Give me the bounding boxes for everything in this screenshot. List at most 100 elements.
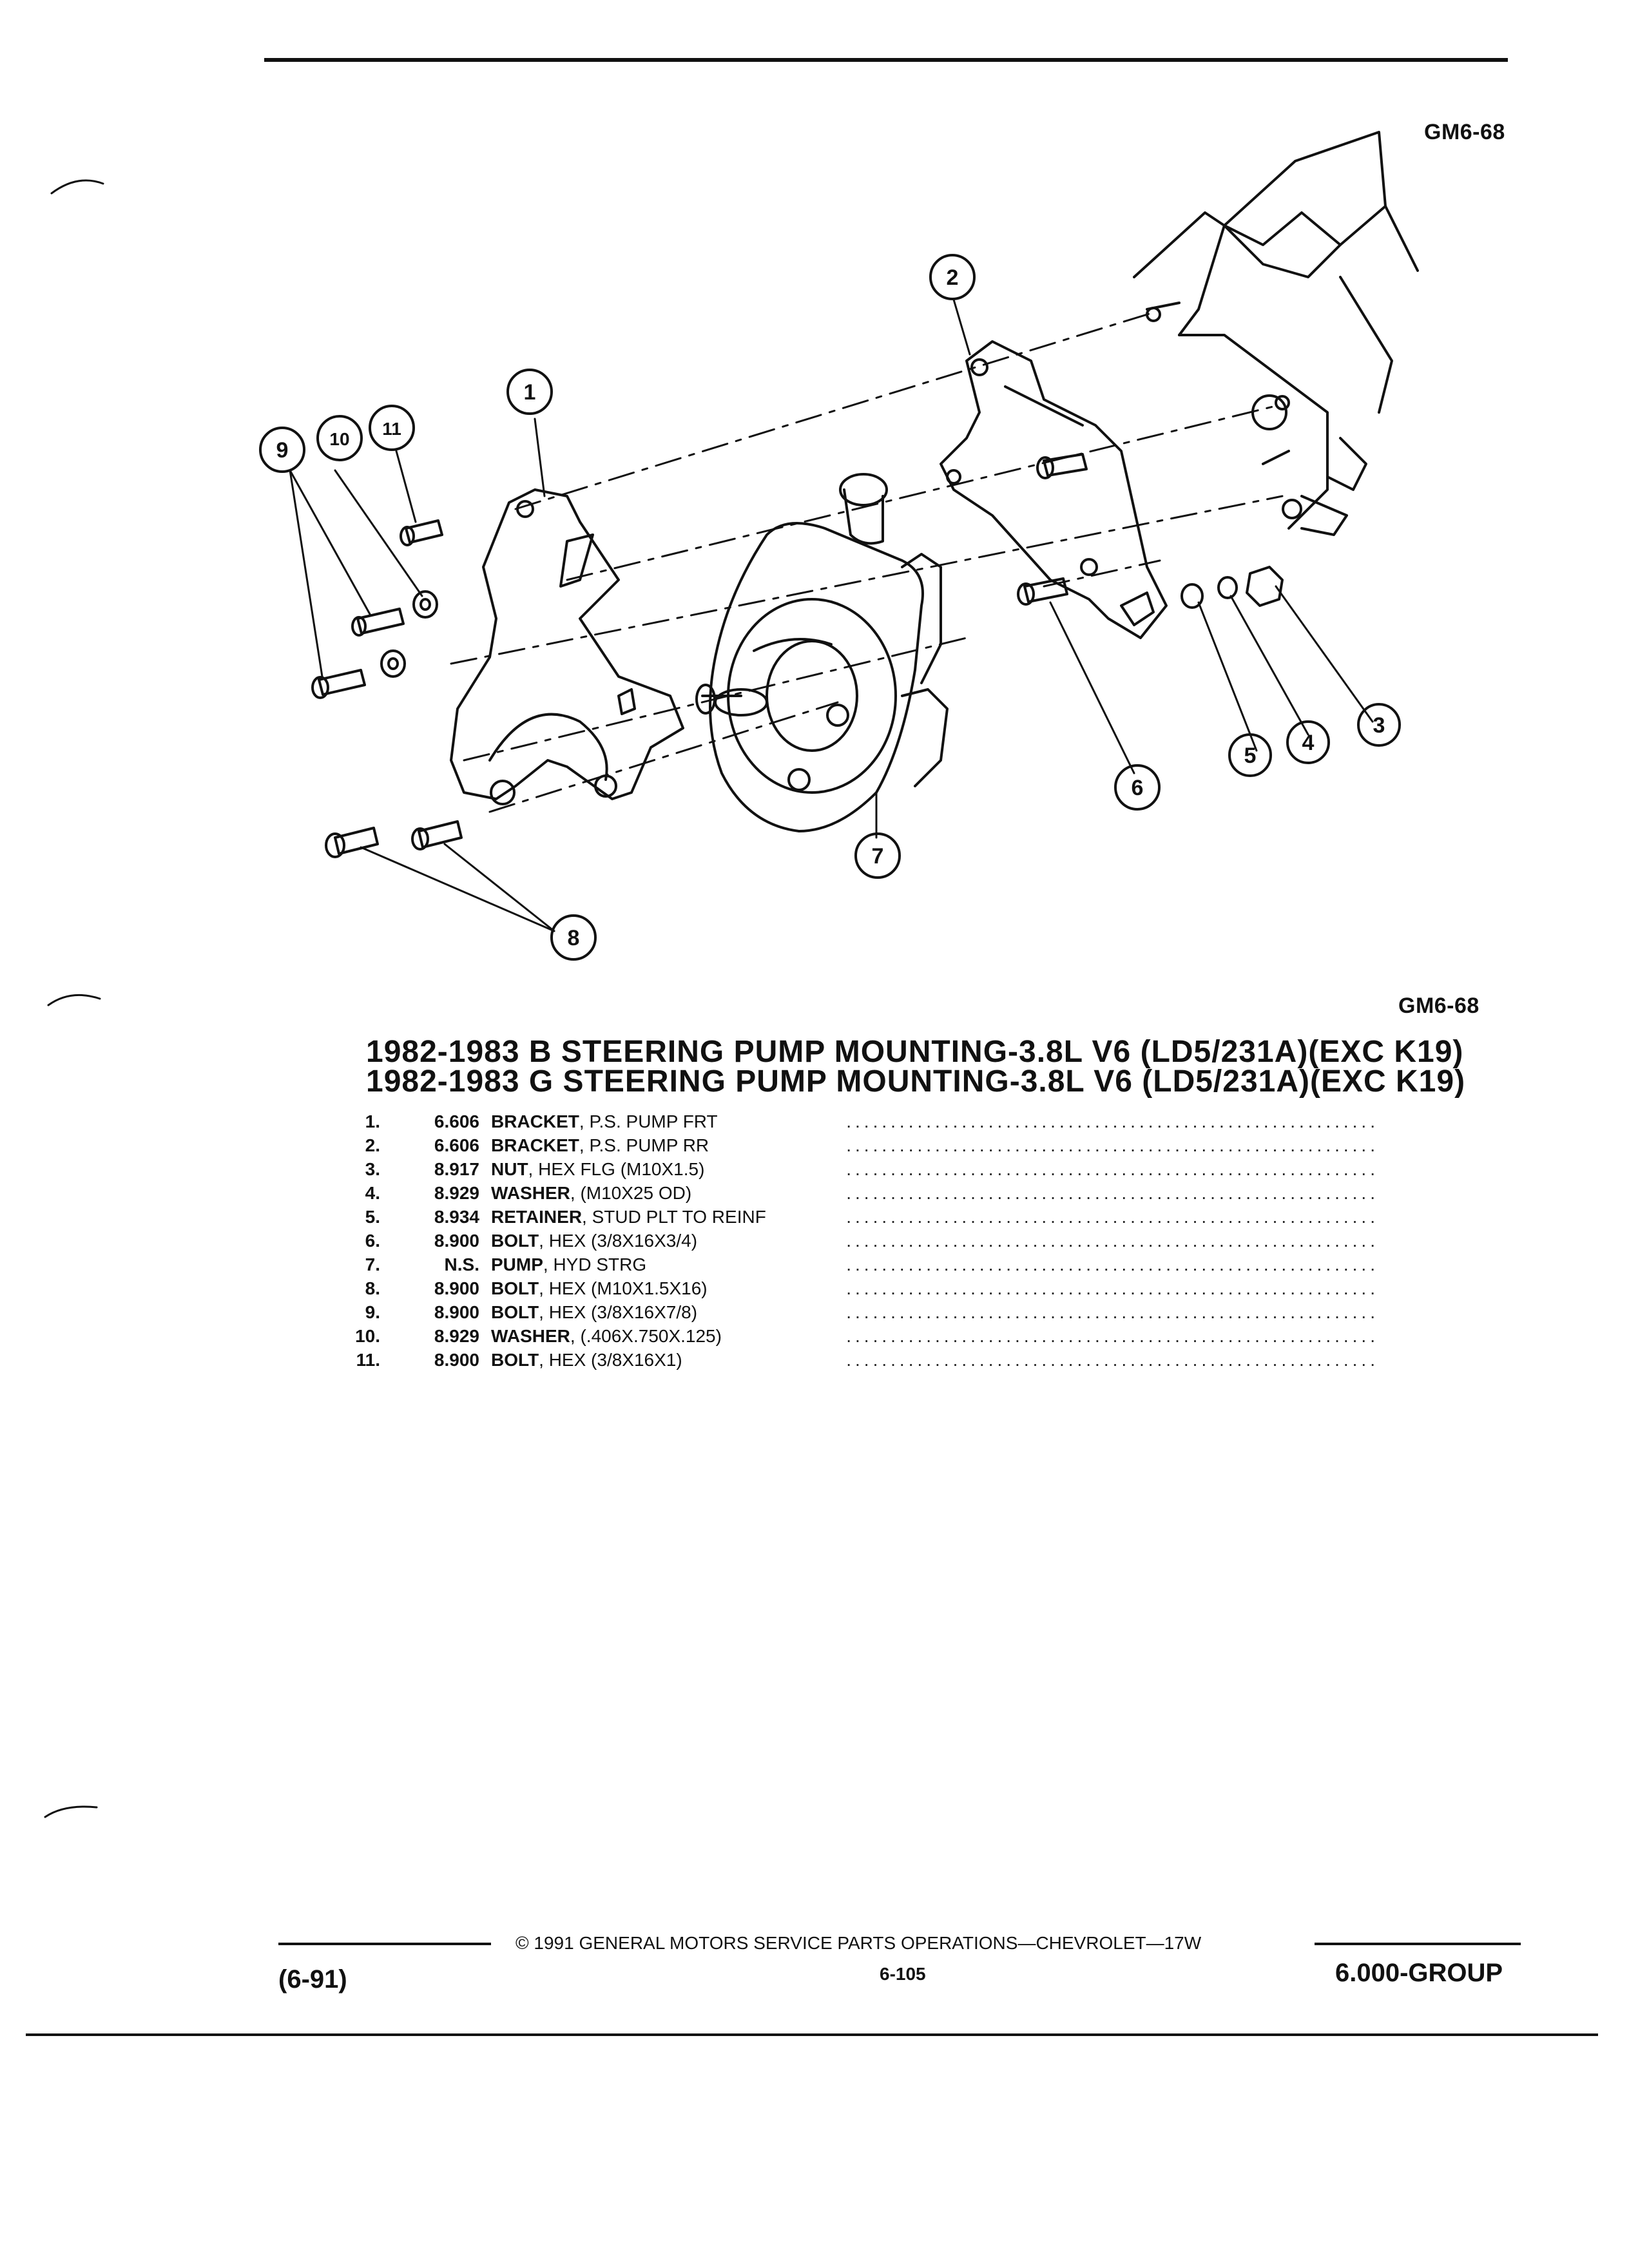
list-item: 10. 8.929 WASHER, (.406X.750X.125) .....… [348, 1324, 1379, 1348]
dot-leader: ........................................… [846, 1278, 1379, 1298]
part-name: BOLT [491, 1350, 539, 1370]
item-number: 7. [365, 1254, 380, 1274]
group-code: 8.900 [434, 1278, 479, 1298]
callout-circles [259, 254, 1401, 961]
part-description: BRACKET, P.S. PUMP RR [491, 1133, 709, 1157]
part-description: WASHER, (M10X25 OD) [491, 1181, 691, 1205]
callout-2: 2 [947, 265, 959, 290]
page-number: 6-105 [880, 1964, 926, 1984]
dot-leader: ........................................… [846, 1231, 1379, 1251]
part-name: BOLT [491, 1231, 539, 1251]
part-description: PUMP, HYD STRG [491, 1253, 646, 1276]
item-number: 9. [365, 1302, 380, 1322]
callout-11: 11 [382, 419, 401, 439]
group-code: 6.606 [434, 1135, 479, 1155]
dot-leader: ........................................… [846, 1135, 1379, 1155]
part-name: RETAINER [491, 1207, 583, 1227]
group-code: 8.917 [434, 1159, 479, 1179]
list-item: 5. 8.934 RETAINER, STUD PLT TO REINF ...… [348, 1205, 1379, 1229]
top-rule [264, 58, 1508, 62]
item-number: 2. [365, 1135, 380, 1155]
parts-titles: 1982-1983 B STEERING PUMP MOUNTING-3.8L … [366, 1035, 1466, 1099]
dot-leader: ........................................… [846, 1207, 1379, 1227]
part-name: WASHER [491, 1326, 570, 1346]
part-spec: , P.S. PUMP FRT [579, 1111, 718, 1131]
callout-8: 8 [568, 926, 580, 950]
group-label: 6.000-GROUP [1335, 1959, 1503, 1987]
part-spec: , HEX (3/8X16X3/4) [539, 1231, 698, 1251]
title-line-2: 1982-1983 G STEERING PUMP MOUNTING-3.8L … [366, 1064, 1466, 1099]
item-number: 5. [365, 1207, 380, 1227]
part-description: WASHER, (.406X.750X.125) [491, 1324, 722, 1348]
dot-leader: ........................................… [846, 1350, 1379, 1370]
front-bracket-drawing [450, 488, 684, 805]
list-item: 4. 8.929 WASHER, (M10X25 OD) ...........… [348, 1181, 1379, 1205]
callout-4: 4 [1302, 731, 1315, 755]
part-name: BRACKET [491, 1135, 579, 1155]
item-number: 6. [365, 1231, 380, 1251]
group-code: 8.929 [434, 1326, 479, 1346]
item-number: 11. [356, 1350, 380, 1370]
item-number: 3. [365, 1159, 380, 1179]
part-description: RETAINER, STUD PLT TO REINF [491, 1205, 766, 1229]
callout-1: 1 [524, 380, 536, 405]
callout-5: 5 [1244, 744, 1257, 768]
list-item: 3. 8.917 NUT, HEX FLG (M10X1.5) ........… [348, 1157, 1379, 1181]
part-spec: , HEX FLG (M10X1.5) [528, 1159, 705, 1179]
dot-leader: ........................................… [846, 1159, 1379, 1179]
part-name: PUMP [491, 1254, 543, 1274]
part-name: WASHER [491, 1183, 570, 1203]
callout-7: 7 [872, 844, 884, 869]
callout-10: 10 [329, 429, 349, 449]
list-item: 8. 8.900 BOLT, HEX (M10X1.5X16) ........… [348, 1276, 1379, 1300]
leader-lines [289, 298, 1374, 932]
part-spec: , HYD STRG [543, 1254, 647, 1274]
group-code: 6.606 [434, 1111, 479, 1131]
part-spec: , (M10X25 OD) [570, 1183, 692, 1203]
callout-6: 6 [1132, 776, 1144, 800]
part-spec: , HEX (3/8X16X7/8) [539, 1302, 698, 1322]
group-code: 8.934 [434, 1207, 479, 1227]
item-number: 8. [365, 1278, 380, 1298]
part-description: BRACKET, P.S. PUMP FRT [491, 1110, 718, 1133]
dot-leader: ........................................… [846, 1302, 1379, 1322]
group-code: 8.900 [434, 1231, 479, 1251]
part-spec: , HEX (M10X1.5X16) [539, 1278, 708, 1298]
list-item: 2. 6.606 BRACKET, P.S. PUMP RR .........… [348, 1133, 1379, 1157]
group-code: 8.929 [434, 1183, 479, 1203]
figure-id-bottom: GM6-68 [1398, 994, 1480, 1018]
title-line-1: 1982-1983 B STEERING PUMP MOUNTING-3.8L … [366, 1035, 1464, 1069]
list-item: 1. 6.606 BRACKET, P.S. PUMP FRT ........… [348, 1110, 1379, 1133]
group-code: N.S. [444, 1254, 479, 1274]
part-name: BOLT [491, 1302, 539, 1322]
part-description: BOLT, HEX (3/8X16X1) [491, 1348, 682, 1372]
part-spec: , STUD PLT TO REINF [582, 1207, 766, 1227]
date-code: (6-91) [278, 1965, 347, 1994]
part-name: BOLT [491, 1278, 539, 1298]
callout-labels: 1 2 3 4 5 6 7 8 9 10 11 [276, 265, 1385, 950]
alignment-lines [450, 311, 1284, 813]
part-name: NUT [491, 1159, 528, 1179]
part-description: NUT, HEX FLG (M10X1.5) [491, 1157, 704, 1181]
dot-leader: ........................................… [846, 1111, 1379, 1131]
copyright-line: © 1991 GENERAL MOTORS SERVICE PARTS OPER… [516, 1933, 1202, 1953]
group-code: 8.900 [434, 1302, 479, 1322]
part-description: BOLT, HEX (3/8X16X7/8) [491, 1300, 697, 1324]
rear-bracket-drawing [940, 340, 1168, 639]
part-spec: , P.S. PUMP RR [579, 1135, 709, 1155]
footer-rule-left [278, 1943, 491, 1945]
pump-drawing [695, 473, 949, 832]
list-item: 6. 8.900 BOLT, HEX (3/8X16X3/4) ........… [348, 1229, 1379, 1253]
dot-leader: ........................................… [846, 1183, 1379, 1203]
margin-scan-marks [44, 179, 104, 1818]
figure-id-top: GM6-68 [1424, 120, 1505, 144]
list-item: 11. 8.900 BOLT, HEX (3/8X16X1) .........… [348, 1348, 1379, 1372]
list-item: 9. 8.900 BOLT, HEX (3/8X16X7/8) ........… [348, 1300, 1379, 1324]
group-code: 8.900 [434, 1350, 479, 1370]
engine-block-drawing [1133, 131, 1419, 536]
part-description: BOLT, HEX (M10X1.5X16) [491, 1276, 708, 1300]
parts-list: 1. 6.606 BRACKET, P.S. PUMP FRT ........… [348, 1110, 1379, 1372]
list-item: 7. N.S. PUMP, HYD STRG .................… [348, 1253, 1379, 1276]
item-number: 10. [355, 1326, 380, 1346]
